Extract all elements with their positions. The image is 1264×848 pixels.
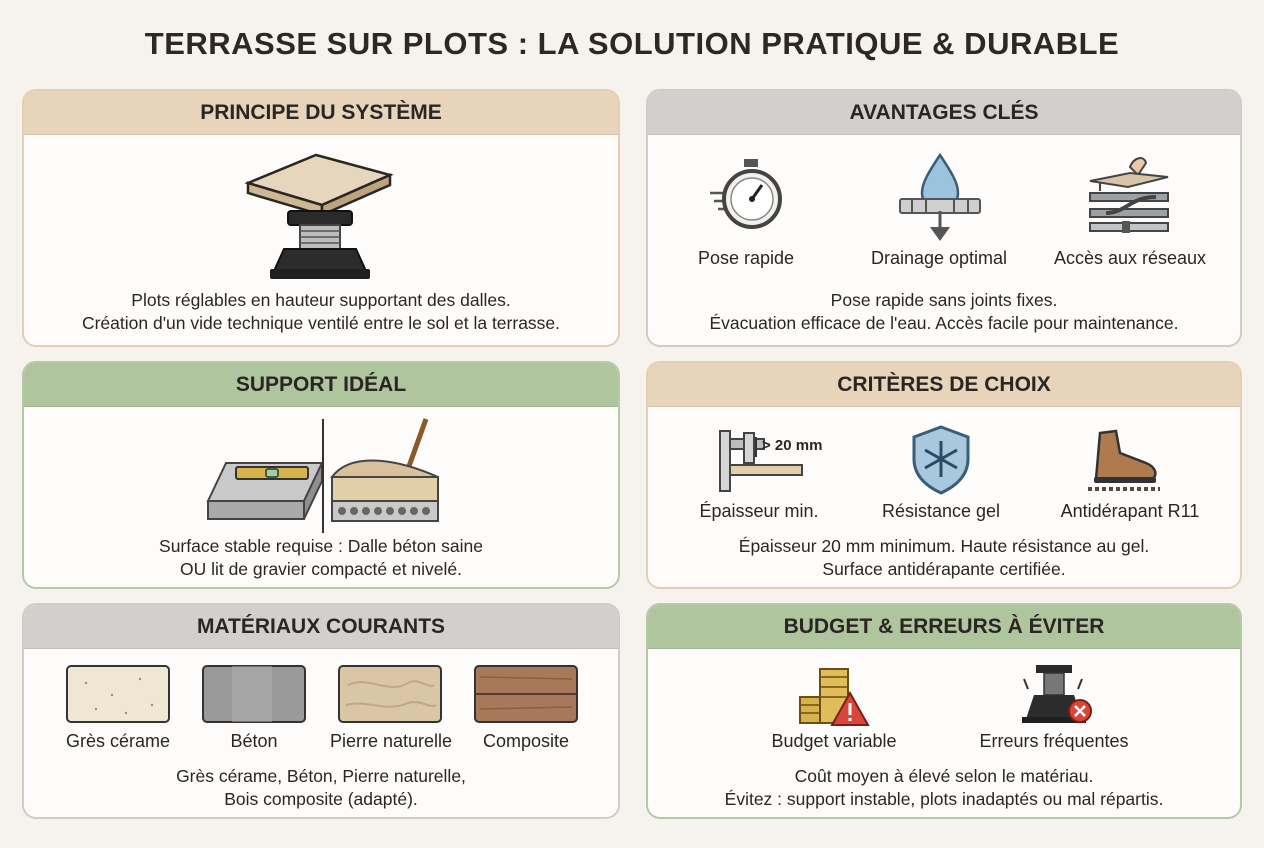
budget-label-variable: Budget variable <box>771 731 897 751</box>
budget-label-erreurs: Erreurs fréquentes <box>979 731 1129 751</box>
materiaux-caption-1: Grès cérame, Béton, Pierre naturelle, <box>176 766 466 786</box>
materiau-label-composite: Composite <box>482 731 570 751</box>
principe-caption-1: Plots réglables en hauteur supportant de… <box>131 290 511 310</box>
panel-avantages: AVANTAGES CLÉS Pose rapide Drainage opti… <box>646 89 1242 347</box>
materiau-label-gres: Grès cérame <box>65 731 171 751</box>
adjustable-pedestal-icon <box>244 153 394 279</box>
support-caption-2: OU lit de gravier compacté et nivelé. <box>179 559 463 579</box>
stopwatch-icon <box>710 159 782 229</box>
panel-criteres: CRITÈRES DE CHOIX > 20 mm Épaisseur min.… <box>646 361 1242 589</box>
critere-label-gel: Résistance gel <box>881 501 1001 521</box>
panel-heading: MATÉRIAUX COURANTS <box>24 605 618 649</box>
panel-principe: PRINCIPE DU SYSTÈME Plots réglables en h… <box>22 89 620 347</box>
snowflake-shield-icon <box>912 425 970 495</box>
material-swatch-beton <box>202 665 306 723</box>
water-drop-grate-icon <box>899 152 981 241</box>
budget-caption-1: Coût moyen à élevé selon le matériau. <box>794 766 1094 786</box>
avantages-caption-2: Évacuation efficace de l'eau. Accès faci… <box>709 313 1179 333</box>
material-swatch-pierre <box>338 665 442 723</box>
caliper-icon <box>719 430 803 492</box>
panel-heading: PRINCIPE DU SYSTÈME <box>24 91 618 135</box>
panel-support: SUPPORT IDÉAL Surface stable requise : D… <box>22 361 620 589</box>
panel-heading: CRITÈRES DE CHOIX <box>648 363 1240 407</box>
coins-warning-icon <box>799 668 870 726</box>
material-swatch-composite <box>474 665 578 723</box>
divider-line <box>322 419 324 533</box>
panel-heading: AVANTAGES CLÉS <box>648 91 1240 135</box>
critere-label-epaisseur: Épaisseur min. <box>699 501 819 521</box>
avantage-label-drainage: Drainage optimal <box>870 248 1008 268</box>
avantage-label-pose: Pose rapide <box>697 248 795 268</box>
thickness-measure-label: > 20 mm <box>762 437 823 454</box>
material-swatch-gres <box>66 665 170 723</box>
support-caption-1: Surface stable requise : Dalle béton sai… <box>159 536 483 556</box>
shoe-icon <box>1088 429 1160 491</box>
pedestal-error-icon <box>1022 665 1092 723</box>
materiaux-caption-2: Bois composite (adapté). <box>224 789 418 809</box>
avantages-caption-1: Pose rapide sans joints fixes. <box>830 290 1058 310</box>
panel-heading: BUDGET & ERREURS À ÉVITER <box>648 605 1240 649</box>
concrete-slab-level-icon <box>206 462 324 520</box>
panel-heading: SUPPORT IDÉAL <box>24 363 618 407</box>
principe-caption-2: Création d'un vide technique ventilé ent… <box>81 313 561 333</box>
critere-label-antiderapant: Antidérapant R11 <box>1060 501 1200 521</box>
gravel-rake-icon <box>330 418 439 522</box>
criteres-caption-2: Surface antidérapante certifiée. <box>822 559 1066 579</box>
budget-caption-2: Évitez : support instable, plots inadapt… <box>724 789 1164 809</box>
materiau-label-pierre: Pierre naturelle <box>329 731 453 751</box>
page-title: TERRASSE SUR PLOTS : LA SOLUTION PRATIQU… <box>144 26 1120 61</box>
materiau-label-beton: Béton <box>230 731 278 751</box>
network-access-icon <box>1089 157 1169 233</box>
panel-budget: BUDGET & ERREURS À ÉVITER Budget variabl… <box>646 603 1242 819</box>
criteres-caption-1: Épaisseur 20 mm minimum. Haute résistanc… <box>738 536 1150 556</box>
panel-materiaux: MATÉRIAUX COURANTS Grès cérame Béton Pie… <box>22 603 620 819</box>
avantage-label-reseaux: Accès aux réseaux <box>1053 248 1207 268</box>
